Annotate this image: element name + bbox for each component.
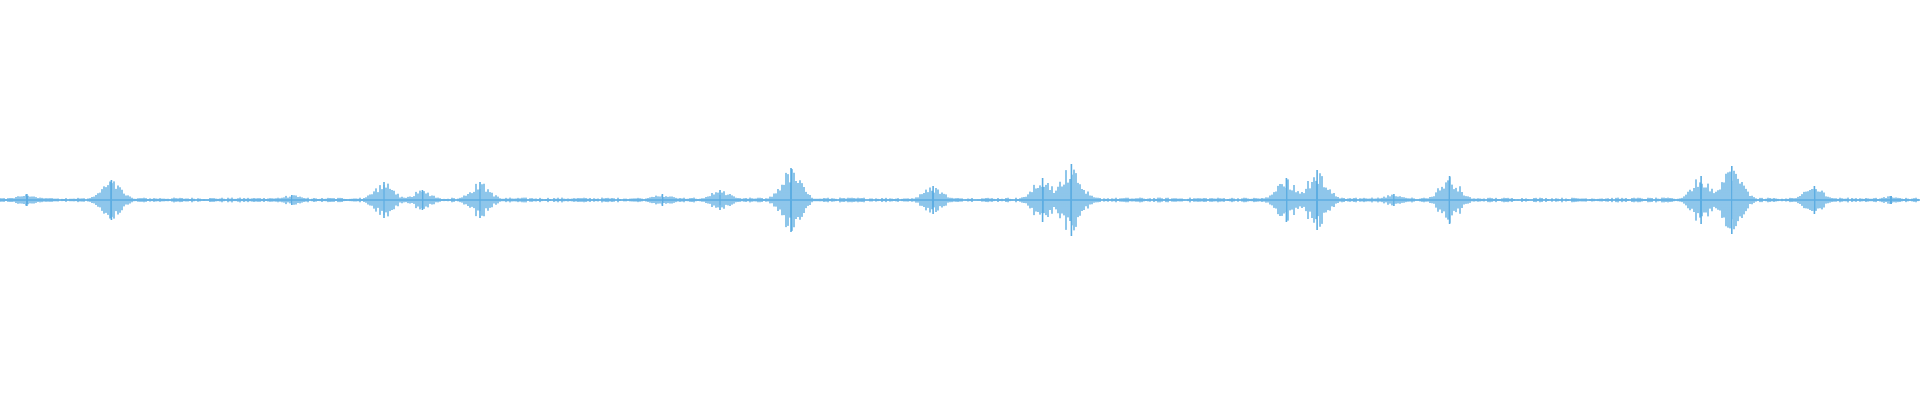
waveform-peaks [0,164,1919,236]
waveform-peak-path [0,169,1919,231]
